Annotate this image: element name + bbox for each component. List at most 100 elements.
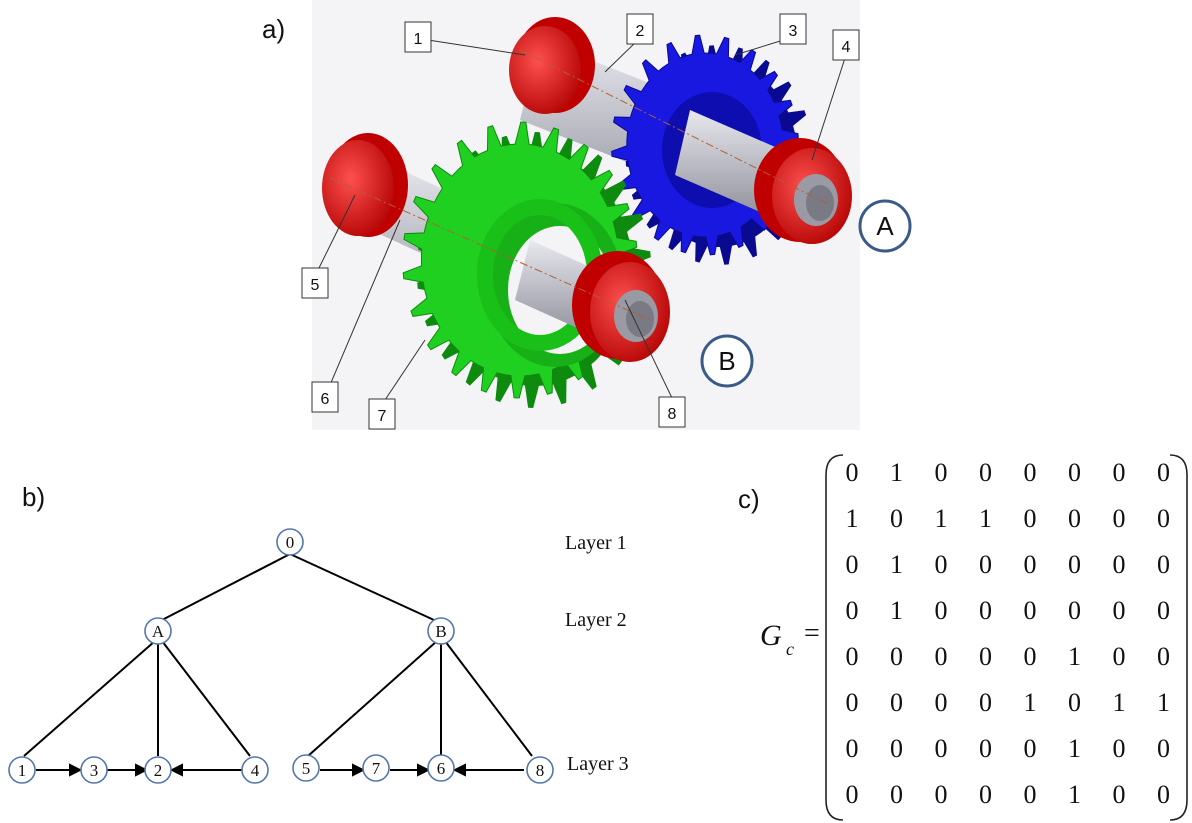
matrix-cell-r3-c4: 0: [979, 550, 992, 579]
part-label-text-4: 4: [842, 39, 851, 56]
matrix-cell-r5-c1: 0: [846, 642, 859, 671]
tree-node-root: 0: [276, 528, 304, 556]
tree-node-label-A: A: [152, 622, 165, 641]
matrix-cell-r3-c8: 0: [1157, 550, 1170, 579]
matrix-cell-r7-c7: 0: [1113, 734, 1126, 763]
matrix-cell-r2-c4: 1: [979, 504, 992, 533]
matrix-cell-r1-c2: 1: [890, 458, 903, 487]
tree-node-n2: 2: [144, 756, 172, 784]
part-label-box-4: 4: [832, 29, 860, 61]
matrix-left-bracket: [825, 454, 844, 821]
tree-node-A: A: [144, 617, 172, 645]
matrix-cell-r7-c5: 0: [1024, 734, 1037, 763]
tree-node-n5: 5: [292, 754, 320, 782]
matrix-cell-r4-c2: 1: [890, 596, 903, 625]
matrix-cell-r2-c8: 0: [1157, 504, 1170, 533]
matrix-cell-r1-c8: 0: [1157, 458, 1170, 487]
matrix-cell-r1-c1: 0: [846, 458, 859, 487]
tree-node-label-n1: 1: [18, 761, 27, 780]
matrix-cell-r5-c2: 0: [890, 642, 903, 671]
matrix-cell-r8-c3: 0: [935, 780, 948, 809]
gear-label-A: A: [858, 199, 912, 253]
matrix-cell-r1-c6: 0: [1068, 458, 1081, 487]
part-label-text-7: 7: [378, 408, 387, 425]
matrix-cell-r4-c6: 0: [1068, 596, 1081, 625]
tree-node-label-n2: 2: [154, 761, 163, 780]
matrix-cell-r7-c8: 0: [1157, 734, 1170, 763]
matrix-subscript: c: [786, 639, 794, 659]
matrix-cell-r4-c5: 0: [1024, 596, 1037, 625]
matrix-cell-r6-c8: 1: [1157, 688, 1170, 717]
matrix-cell-r2-c6: 0: [1068, 504, 1081, 533]
matrix-cell-r6-c4: 0: [979, 688, 992, 717]
matrix-cell-r8-c4: 0: [979, 780, 992, 809]
leader-lines: [317, 37, 846, 401]
matrix-cell-r6-c1: 0: [846, 688, 859, 717]
gear-label-B: B: [700, 334, 754, 388]
matrix-cell-r7-c4: 0: [979, 734, 992, 763]
layer-label-3: Layer 3: [567, 753, 629, 775]
matrix-cell-r4-c3: 0: [935, 596, 948, 625]
gear-assembly: [322, 17, 852, 408]
part-label-text-8: 8: [668, 406, 677, 423]
tree-node-label-n3: 3: [90, 761, 99, 780]
matrix-cell-r1-c4: 0: [979, 458, 992, 487]
matrix-cell-r5-c4: 0: [979, 642, 992, 671]
tree-node-n4: 4: [241, 756, 269, 784]
matrix-cell-r6-c3: 0: [935, 688, 948, 717]
matrix-symbol: G: [760, 619, 782, 652]
matrix-cell-r6-c5: 1: [1024, 688, 1037, 717]
matrix-cell-r5-c8: 0: [1157, 642, 1170, 671]
tree-node-n7: 7: [362, 754, 390, 782]
matrix-cell-r8-c5: 0: [1024, 780, 1037, 809]
matrix-cell-r4-c7: 0: [1113, 596, 1126, 625]
part-label-box-2: 2: [626, 13, 654, 45]
matrix-cell-r5-c6: 1: [1068, 642, 1081, 671]
matrix-cell-r5-c5: 0: [1024, 642, 1037, 671]
matrix-cell-r8-c6: 1: [1068, 780, 1081, 809]
matrix-cell-r8-c1: 0: [846, 780, 859, 809]
part-label-text-2: 2: [636, 23, 645, 40]
matrix-cell-r2-c5: 0: [1024, 504, 1037, 533]
matrix-cell-r3-c1: 0: [846, 550, 859, 579]
panel-label-a: a): [262, 14, 286, 44]
tree-node-n8: 8: [526, 756, 554, 784]
part-label-box-6: 6: [311, 381, 339, 413]
matrix-cell-r7-c1: 0: [846, 734, 859, 763]
tree-node-label-n5: 5: [302, 759, 311, 778]
matrix-cells: 0 1 0 0 0 0 0 0 1 0 1 1 0 0 0 0 0 1 0 0 0 0 0 0 0 1 0 0 0 0 0 0 0 0 0 0 0 1 0 0…: [846, 458, 1171, 809]
matrix-cell-r7-c2: 0: [890, 734, 903, 763]
matrix-cell-r3-c3: 0: [935, 550, 948, 579]
part-label-box-5: 5: [301, 267, 329, 299]
part-label-text-6: 6: [321, 391, 330, 408]
panel-label-c: c): [738, 484, 760, 514]
part-label-box-7: 7: [368, 398, 396, 430]
matrix-cell-r1-c7: 0: [1113, 458, 1126, 487]
gear-label-A-text: A: [876, 211, 894, 241]
layer-label-1: Layer 1: [565, 532, 627, 554]
matrix-cell-r6-c7: 1: [1113, 688, 1126, 717]
matrix-cell-r7-c6: 1: [1068, 734, 1081, 763]
tree-node-n3: 3: [80, 756, 108, 784]
part-label-text-1: 1: [414, 31, 423, 48]
axis-line-A: [519, 49, 831, 206]
matrix-cell-r6-c2: 0: [890, 688, 903, 717]
tree-node-label-root: 0: [286, 533, 295, 552]
matrix-cell-r6-c6: 0: [1068, 688, 1081, 717]
tree-node-label-n7: 7: [372, 759, 381, 778]
part-label-box-3: 3: [779, 13, 807, 45]
tree-edges: [23, 553, 533, 757]
part-label-box-1: 1: [404, 21, 432, 53]
tree-node-n1: 1: [8, 756, 36, 784]
matrix-cell-r7-c3: 0: [935, 734, 948, 763]
matrix-cell-r4-c4: 0: [979, 596, 992, 625]
matrix-cell-r3-c7: 0: [1113, 550, 1126, 579]
bearing-5: [322, 133, 408, 237]
bearing-1: [509, 17, 595, 114]
matrix-cell-r4-c8: 0: [1157, 596, 1170, 625]
matrix-cell-r2-c1: 1: [846, 504, 859, 533]
matrix-equals: =: [804, 618, 820, 649]
panel-label-b: b): [22, 482, 46, 512]
